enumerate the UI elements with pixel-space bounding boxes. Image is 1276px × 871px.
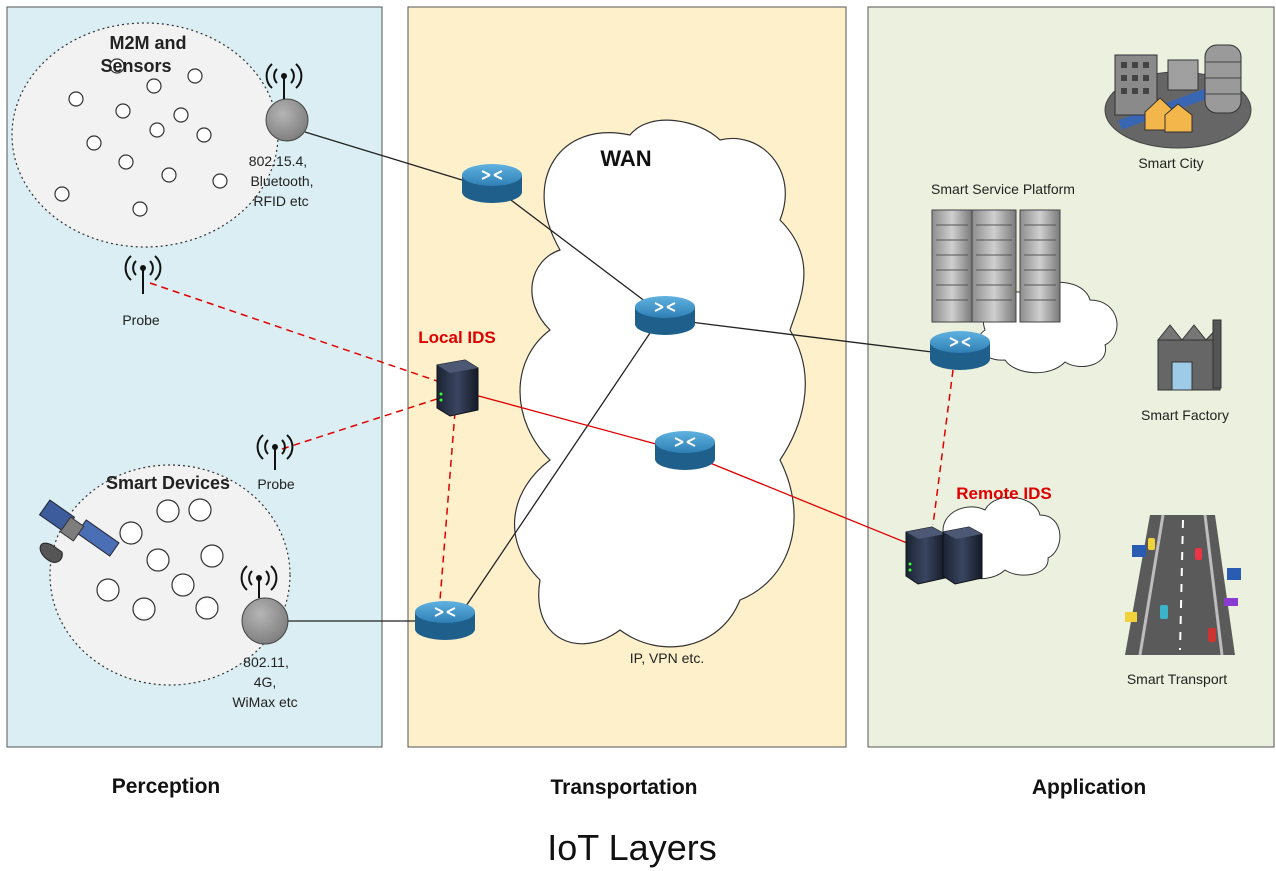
wan-cloud — [514, 119, 806, 648]
smart-city-icon — [1104, 44, 1252, 149]
gateway-node-icon — [241, 597, 289, 645]
remote-ids-label: Remote IDS — [956, 484, 1051, 503]
sensor-node — [212, 173, 228, 189]
wifi-signal-icon — [240, 565, 278, 591]
sensor-node — [146, 78, 162, 94]
remote-ids-server-icon — [905, 526, 983, 585]
probe-antenna-icon — [272, 444, 278, 450]
sensor-node — [68, 91, 84, 107]
local-ids-server-icon — [436, 359, 479, 417]
sensor-node — [54, 186, 70, 202]
gateway-antenna-icon — [281, 73, 287, 79]
device-node — [200, 544, 224, 568]
sensor-node — [86, 135, 102, 151]
smart-devices-label: Smart Devices — [106, 473, 230, 493]
link-router2-router4 — [461, 329, 653, 613]
dash-probe-mid-local-ids — [281, 397, 441, 450]
m2m-sensors-label-2: Sensors — [100, 56, 171, 76]
smart-devices-circle — [49, 464, 291, 686]
m2m-protocol-label-1: 802.15.4, — [249, 153, 307, 169]
smart-factory-label: Smart Factory — [1141, 407, 1229, 423]
probe-top-label: Probe — [122, 312, 160, 328]
wifi-signal-icon — [256, 434, 294, 460]
device-node — [171, 573, 195, 597]
perception-layer-label: Perception — [112, 775, 221, 798]
diagram-title: IoT Layers — [547, 827, 716, 868]
m2m-sensors-label-1: M2M and — [109, 33, 186, 53]
dash-local-ids-router4 — [439, 411, 456, 601]
sensor-node — [173, 107, 189, 123]
sensor-node — [196, 127, 212, 143]
sensor-node — [115, 103, 131, 119]
sensor-node — [118, 154, 134, 170]
local-ids-label: Local IDS — [418, 328, 495, 347]
m2m-protocol-label-2: Bluetooth, — [250, 173, 313, 189]
device-node — [195, 596, 219, 620]
gateway-antenna-icon — [256, 575, 262, 581]
sensor-node — [161, 167, 177, 183]
device-nodes — [96, 498, 224, 621]
device-node — [132, 597, 156, 621]
smart-transport-icon — [1125, 514, 1241, 656]
probe-top — [124, 255, 162, 294]
sensor-nodes — [54, 58, 228, 217]
router-icon — [930, 331, 990, 370]
ip-vpn-label: IP, VPN etc. — [630, 650, 704, 666]
application-layer-label: Application — [1032, 776, 1146, 799]
device-node — [188, 498, 212, 522]
device-node — [146, 548, 170, 572]
device-protocol-label-3: WiMax etc — [232, 694, 297, 710]
smart-factory-icon — [1156, 319, 1222, 391]
device-protocol-label-2: 4G, — [254, 674, 277, 690]
probe-antenna-icon — [140, 265, 146, 271]
router-icon — [655, 431, 715, 470]
device-node — [119, 521, 143, 545]
dash-service-router-remote-ids — [932, 369, 954, 526]
gateway-node-icon — [265, 98, 309, 142]
dashed-links — [149, 282, 954, 601]
router-icon — [462, 164, 522, 203]
link-router2-service-router — [689, 321, 933, 353]
satellite-icon — [38, 499, 120, 563]
wifi-signal-icon — [265, 63, 303, 89]
smart-service-platform-label: Smart Service Platform — [931, 181, 1075, 197]
device-node — [96, 578, 120, 602]
sensor-node — [109, 58, 125, 74]
m2m-protocol-label-3: RFID etc — [253, 193, 308, 209]
router-icon — [415, 601, 475, 640]
device-node — [156, 499, 180, 523]
wan-label: WAN — [600, 146, 651, 171]
solid-links — [288, 131, 933, 622]
device-gateway — [240, 565, 289, 645]
router-icon — [635, 296, 695, 335]
sensor-node — [149, 122, 165, 138]
link-router1-router2 — [494, 187, 651, 306]
link-m2m-gateway-router1 — [304, 131, 463, 181]
transportation-layer-label: Transportation — [550, 776, 697, 799]
probe-mid-label: Probe — [257, 476, 295, 492]
dash-probe-top-local-ids — [149, 282, 441, 383]
smart-city-label: Smart City — [1138, 155, 1203, 171]
wifi-signal-icon — [124, 255, 162, 281]
m2m-gateway — [265, 63, 309, 142]
probe-mid — [256, 434, 294, 470]
smart-transport-label: Smart Transport — [1127, 671, 1227, 687]
sensor-node — [132, 201, 148, 217]
server-rack-icon — [931, 209, 1061, 323]
device-protocol-label-1: 802.11, — [243, 654, 289, 670]
sensor-node — [187, 68, 203, 84]
